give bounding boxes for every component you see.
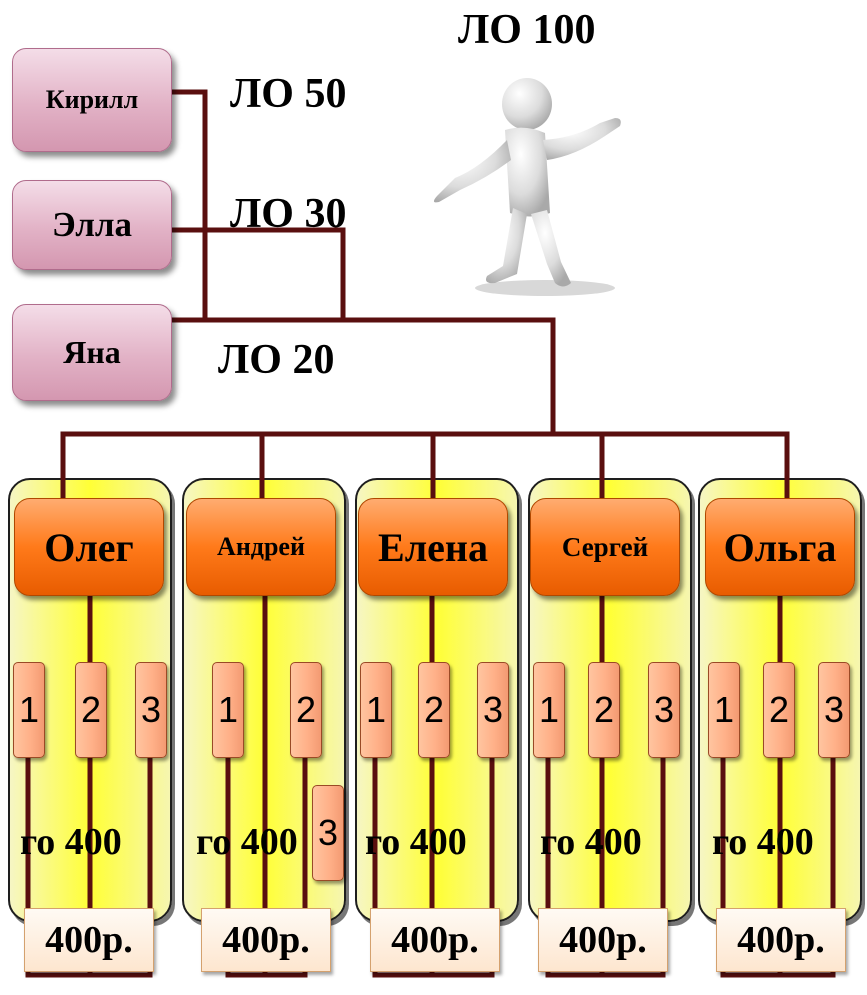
leader-box-yana: Яна xyxy=(12,304,172,401)
go-label-elena: го 400 xyxy=(365,821,467,863)
total-lo-label: ЛО 100 xyxy=(458,7,596,53)
sub-box-2: 2 xyxy=(588,662,620,758)
leader-box-kirill: Кирилл xyxy=(12,48,172,152)
sub-box-2: 2 xyxy=(75,662,107,758)
payment-box-sergey: 400р. xyxy=(538,908,668,972)
sub-box-3: 3 xyxy=(135,662,167,758)
group-head-olga: Ольга xyxy=(705,498,855,596)
sub-box-1: 1 xyxy=(533,662,565,758)
payment-box-elena: 400р. xyxy=(370,908,500,972)
sub-box-2: 2 xyxy=(763,662,795,758)
group-head-andrey: Андрей xyxy=(186,498,336,596)
sub-box-3: 3 xyxy=(818,662,850,758)
go-label-andrey: го 400 xyxy=(196,821,298,863)
leader-box-ella: Элла xyxy=(12,180,172,270)
person-3d-figure-icon xyxy=(433,78,621,296)
sub-box-2: 2 xyxy=(290,662,322,758)
sub-box-2: 2 xyxy=(418,662,450,758)
sub-box-1: 1 xyxy=(360,662,392,758)
lo-label-ella: ЛО 30 xyxy=(230,191,347,237)
go-label-oleg: го 400 xyxy=(20,821,122,863)
group-head-elena: Елена xyxy=(358,498,508,596)
sub-box-3: 3 xyxy=(477,662,509,758)
go-label-sergey: го 400 xyxy=(540,821,642,863)
group-head-sergey: Сергей xyxy=(530,498,680,596)
group-head-oleg: Олег xyxy=(14,498,164,596)
payment-box-andrey: 400р. xyxy=(201,908,331,972)
sub-box-1: 1 xyxy=(708,662,740,758)
sub-box-1: 1 xyxy=(212,662,244,758)
sub-box-3: 3 xyxy=(648,662,680,758)
payment-box-oleg: 400р. xyxy=(24,908,154,972)
payment-box-olga: 400р. xyxy=(716,908,846,972)
go-label-olga: го 400 xyxy=(712,821,814,863)
sub-box-1: 1 xyxy=(13,662,45,758)
sub-box-3: 3 xyxy=(312,785,344,881)
lo-label-kirill: ЛО 50 xyxy=(230,71,347,117)
lo-label-yana: ЛО 20 xyxy=(218,337,335,383)
